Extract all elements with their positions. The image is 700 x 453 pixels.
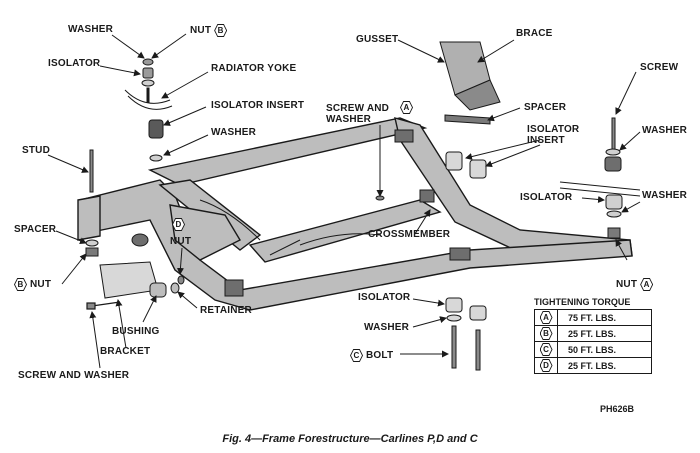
label-nut-right: NUT A [616,278,654,291]
label-brace: BRACE [516,28,553,39]
label-crossmember: CROSSMEMBER [368,229,451,240]
label-retainer: RETAINER [200,305,252,316]
label-washer-top: WASHER [68,24,114,35]
figure-caption: Fig. 4—Frame Forestructure—Carlines P,D … [222,433,478,445]
label-nut-center: NUT [170,236,192,247]
torque-row: B 25 FT. LBS. [535,325,651,341]
label-stud: STUD [22,145,51,156]
torque-key-hex: B [214,24,228,37]
label-bracket: BRACKET [100,346,151,357]
figure-code: PH626B [600,404,635,414]
label-radiator-yoke: RADIATOR YOKE [211,63,297,74]
leader-lines [47,33,641,369]
label-nut-center-key: D [172,218,185,231]
torque-row: D 25 FT. LBS. [535,357,651,373]
torque-table: A 75 FT. LBS. B 25 FT. LBS. C 50 FT. LBS… [534,309,652,374]
label-washer-bottom: WASHER [364,322,410,333]
label-screw-and-washer-mid: SCREW AND WASHER [326,103,390,125]
label-washer-right-top: WASHER [642,125,688,136]
label-isolator-top: ISOLATOR [48,58,101,69]
label-screw-and-washer-mid-key: A [400,101,413,114]
label-screw-and-washer-bottom: SCREW AND WASHER [18,370,130,381]
label-isolator-right: ISOLATOR [520,192,573,203]
label-washer-left-mid: WASHER [211,127,257,138]
label-isolator-insert-left: ISOLATOR INSERT [211,100,305,111]
left-mount-parts [124,58,173,162]
frame-forestructure [77,117,633,311]
label-nut-top: NUT B [190,24,228,37]
label-spacer-right: SPACER [524,102,567,113]
label-isolator-insert-right: ISOLATOR INSERT [527,124,580,146]
label-gusset: GUSSET [356,34,399,45]
label-washer-right-bottom: WASHER [642,190,688,201]
label-isolator-bottom: ISOLATOR [358,292,411,303]
gusset-brace [439,41,501,125]
label-nut-left: B NUT [14,278,51,291]
label-bolt: C BOLT [350,349,393,362]
torque-row: C 50 FT. LBS. [535,341,651,357]
label-screw-right: SCREW [640,62,679,73]
torque-table-title: TIGHTENING TORQUE [534,297,631,307]
label-bushing: BUSHING [112,326,160,337]
label-spacer-left: SPACER [14,224,57,235]
torque-row: A 75 FT. LBS. [535,310,651,325]
